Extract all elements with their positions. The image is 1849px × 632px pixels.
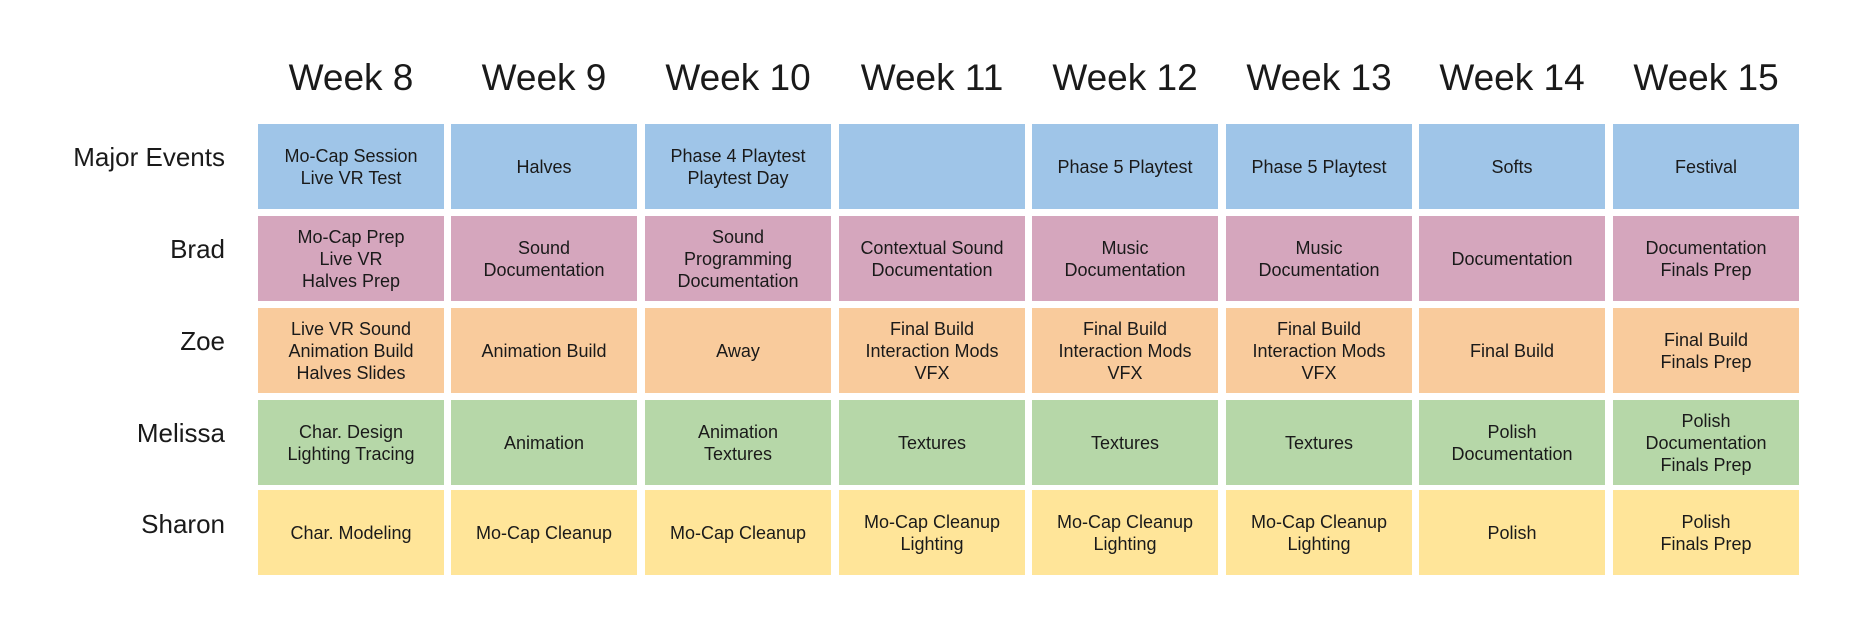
row-label: Melissa — [136, 418, 225, 448]
schedule-cell: Final Build — [1419, 308, 1605, 393]
schedule-cell: Char. Modeling — [258, 490, 444, 575]
schedule-cell: Animation — [451, 400, 637, 485]
row-label: Zoe — [180, 326, 225, 356]
schedule-cell: Sound Documentation — [451, 216, 637, 301]
week-header: Week 12 — [1052, 57, 1198, 98]
schedule-cell: Final Build Finals Prep — [1613, 308, 1799, 393]
schedule-cell: Polish Finals Prep — [1613, 490, 1799, 575]
schedule-cell: Mo-Cap Cleanup — [645, 490, 831, 575]
schedule-cell: Softs — [1419, 124, 1605, 209]
schedule-cell: Polish Documentation — [1419, 400, 1605, 485]
row-label: Sharon — [141, 509, 225, 539]
schedule-cell: Sound Programming Documentation — [645, 216, 831, 301]
schedule-cell: Final Build Interaction Mods VFX — [1226, 308, 1412, 393]
schedule-cell: Char. Design Lighting Tracing — [258, 400, 444, 485]
schedule-cell: Textures — [839, 400, 1025, 485]
schedule-cell: Mo-Cap Cleanup Lighting — [839, 490, 1025, 575]
schedule-cell: Live VR Sound Animation Build Halves Sli… — [258, 308, 444, 393]
schedule-cell: Mo-Cap Cleanup Lighting — [1032, 490, 1218, 575]
schedule-cell: Mo-Cap Cleanup — [451, 490, 637, 575]
schedule-cell: Mo-Cap Prep Live VR Halves Prep — [258, 216, 444, 301]
schedule-cell: Final Build Interaction Mods VFX — [1032, 308, 1218, 393]
week-header: Week 13 — [1246, 57, 1392, 98]
schedule-cell: Animation Textures — [645, 400, 831, 485]
week-header: Week 11 — [860, 57, 1004, 98]
schedule-cell: Festival — [1613, 124, 1799, 209]
row-label: Major Events — [73, 142, 225, 172]
schedule-cell: Textures — [1226, 400, 1412, 485]
schedule-cell: Documentation — [1419, 216, 1605, 301]
schedule-cell: Textures — [1032, 400, 1218, 485]
schedule-cell: Phase 5 Playtest — [1226, 124, 1412, 209]
schedule-cell: Polish Documentation Finals Prep — [1613, 400, 1799, 485]
week-header: Week 8 — [288, 57, 414, 98]
schedule-cell: Mo-Cap Session Live VR Test — [258, 124, 444, 209]
week-header: Week 10 — [665, 57, 811, 98]
schedule-cell: Away — [645, 308, 831, 393]
schedule-cell — [839, 124, 1025, 209]
week-header: Week 9 — [481, 57, 607, 98]
week-header: Week 15 — [1633, 57, 1779, 98]
week-header: Week 14 — [1439, 57, 1585, 98]
schedule-cell: Documentation Finals Prep — [1613, 216, 1799, 301]
schedule-cell: Animation Build — [451, 308, 637, 393]
schedule-cell: Final Build Interaction Mods VFX — [839, 308, 1025, 393]
schedule-cell: Music Documentation — [1226, 216, 1412, 301]
schedule-cell: Contextual Sound Documentation — [839, 216, 1025, 301]
schedule-cell: Phase 4 Playtest Playtest Day — [645, 124, 831, 209]
row-label: Brad — [170, 234, 225, 264]
schedule-cell: Halves — [451, 124, 637, 209]
schedule-cell: Polish — [1419, 490, 1605, 575]
schedule-cell: Mo-Cap Cleanup Lighting — [1226, 490, 1412, 575]
schedule-cell: Phase 5 Playtest — [1032, 124, 1218, 209]
schedule-cell: Music Documentation — [1032, 216, 1218, 301]
